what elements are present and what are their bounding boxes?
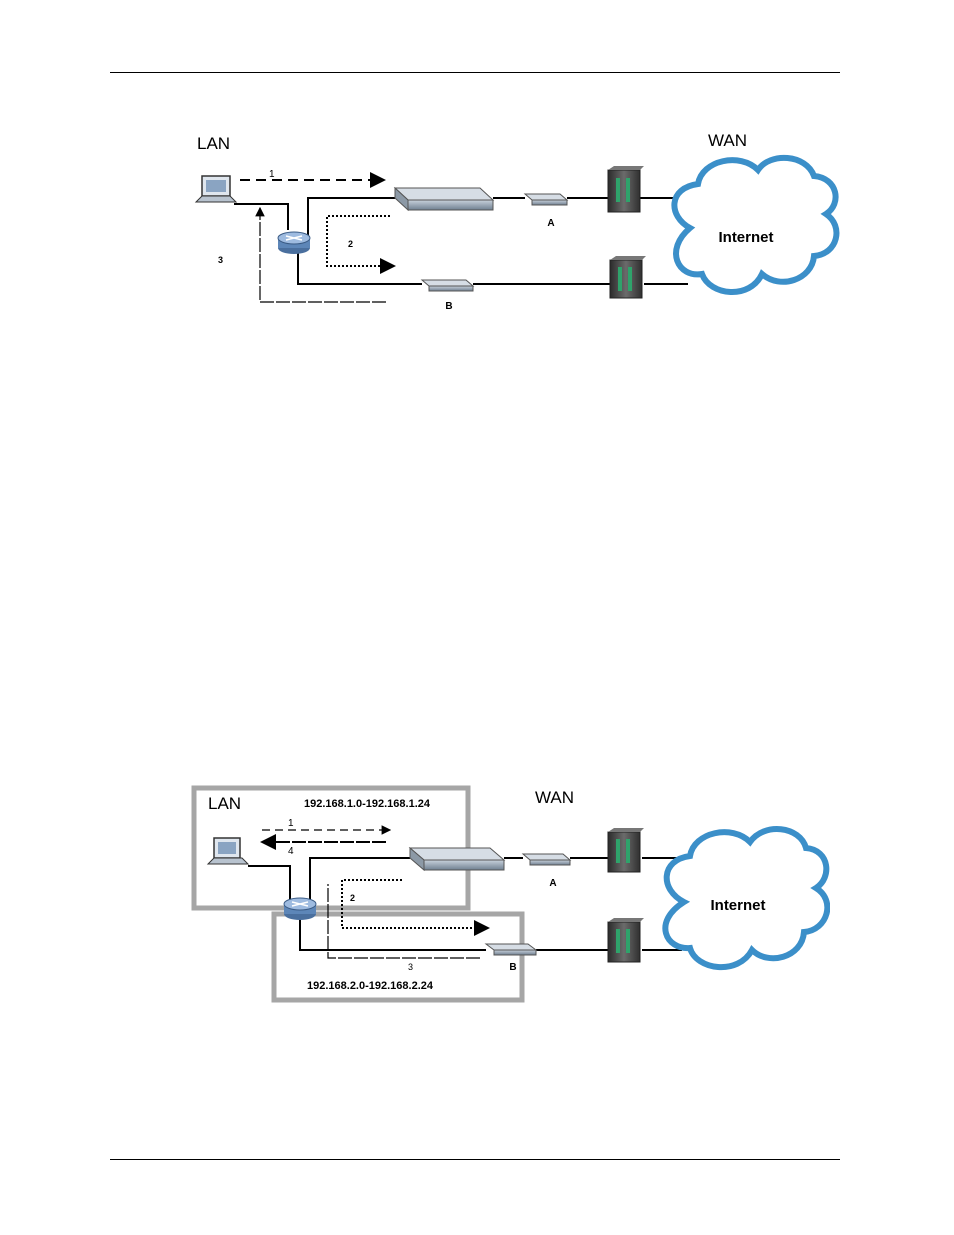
gateway-device-icon <box>410 848 504 870</box>
internet-cloud-icon <box>674 158 836 292</box>
lan-label: LAN <box>197 134 230 153</box>
modem-a-icon <box>525 194 567 205</box>
modem-a-icon <box>523 854 570 865</box>
flow-arrow-2 <box>327 216 394 266</box>
header-rule <box>110 72 840 73</box>
routing-diagram-1: LAN WAN A B <box>190 118 840 318</box>
router-icon <box>284 898 316 920</box>
step-3-label: 3 <box>408 962 413 972</box>
step-1-label: 1 <box>269 169 275 180</box>
step-2-label: 2 <box>348 239 353 249</box>
label-a: A <box>547 218 554 229</box>
subnet-1-label: 192.168.1.0-192.168.1.24 <box>304 798 431 810</box>
lan-label: LAN <box>208 794 241 813</box>
modem-b-icon <box>486 944 536 955</box>
label-b: B <box>445 301 452 312</box>
internet-label: Internet <box>710 897 765 914</box>
internet-label: Internet <box>718 229 773 246</box>
isp-server-b-icon <box>610 256 646 298</box>
flow-arrow-3 <box>260 208 386 302</box>
laptop-icon <box>196 176 236 202</box>
isp-server-a-icon <box>608 166 644 212</box>
step-2-label: 2 <box>350 893 355 903</box>
isp-server-b-icon <box>608 918 644 962</box>
label-a: A <box>549 878 556 889</box>
wan-label: WAN <box>708 131 747 150</box>
wan-label: WAN <box>535 788 574 807</box>
footer-rule <box>110 1159 840 1160</box>
step-1-label: 1 <box>288 818 294 829</box>
modem-b-icon <box>422 280 473 291</box>
step-3-label: 3 <box>218 255 223 265</box>
gateway-device-icon <box>395 188 493 210</box>
subnet-2-label: 192.168.2.0-192.168.2.24 <box>307 980 434 992</box>
isp-server-a-icon <box>608 828 644 872</box>
routing-diagram-2: LAN WAN 192.168.1.0-192.168.1.24 192.168… <box>190 780 830 1012</box>
label-b: B <box>509 962 516 973</box>
step-4-label: 4 <box>288 846 294 857</box>
router-icon <box>278 232 310 254</box>
laptop-icon <box>208 838 248 864</box>
